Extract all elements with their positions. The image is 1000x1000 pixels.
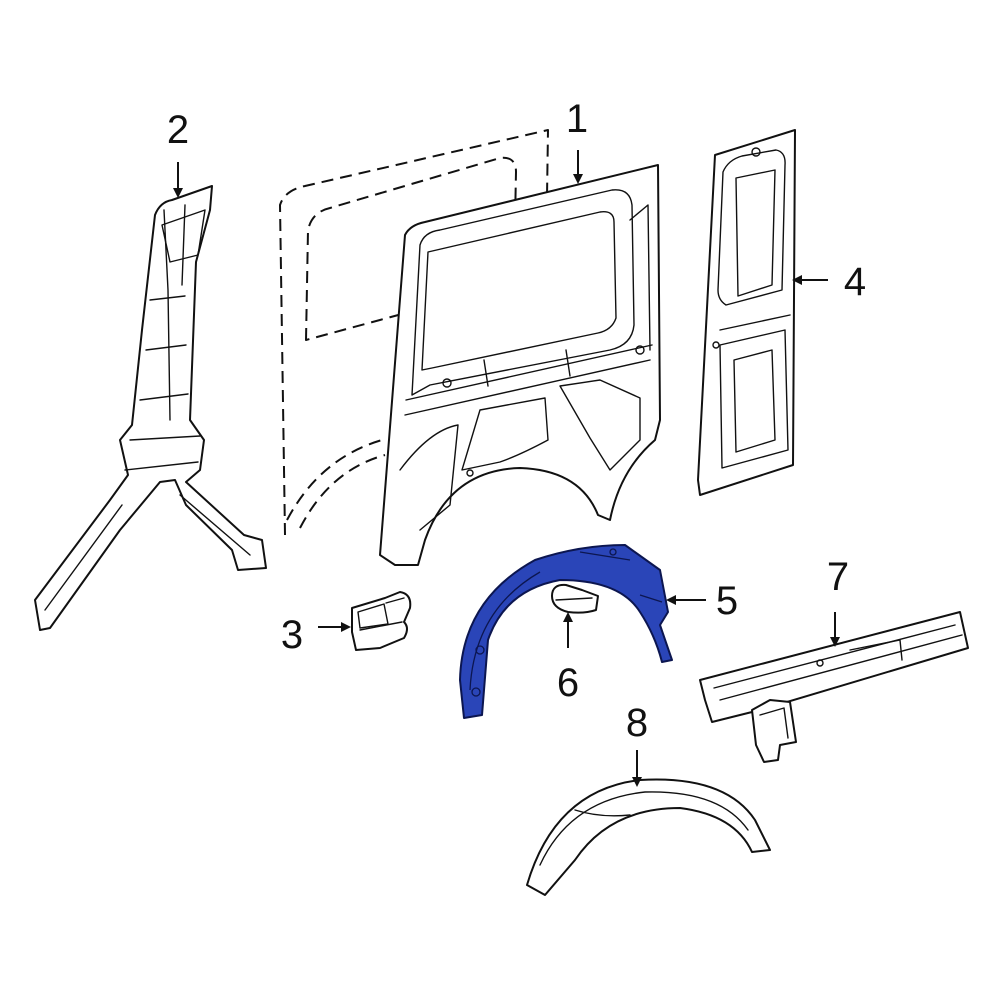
part-4-inner-panel (697, 129, 796, 496)
callout-3: 3 (281, 613, 303, 657)
part-7-rail (699, 611, 969, 763)
part-8-fender-flare (526, 778, 771, 896)
callout-labels: 1 2 3 4 5 6 7 8 (167, 97, 866, 745)
part-6-clip (551, 583, 599, 614)
callout-2: 2 (167, 108, 189, 152)
callout-7: 7 (827, 555, 849, 599)
leader-arrows (173, 150, 840, 787)
part-1-quarter-panel (379, 164, 661, 566)
callout-6: 6 (557, 661, 579, 705)
part-3-bracket (351, 591, 412, 651)
callout-5: 5 (716, 579, 738, 623)
callout-1: 1 (566, 97, 588, 141)
callout-8: 8 (626, 701, 648, 745)
part-2-pillar (34, 185, 267, 631)
part-5-wheelhouse-liner (459, 544, 673, 719)
callout-4: 4 (844, 260, 866, 304)
